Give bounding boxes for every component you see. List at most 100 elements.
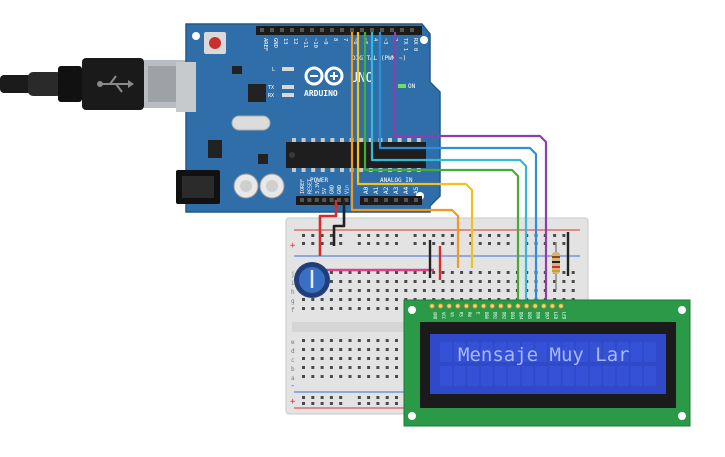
header-pin[interactable] <box>330 28 334 32</box>
rail-hole <box>320 396 324 399</box>
header-pin[interactable] <box>384 198 388 202</box>
wire-orange[interactable] <box>350 32 460 268</box>
lcd-pin[interactable] <box>549 303 556 309</box>
lcd-pin-label: VCC <box>441 312 446 320</box>
lcd-pin[interactable] <box>515 303 521 309</box>
header-pin[interactable] <box>340 28 344 32</box>
header-pin[interactable] <box>404 198 408 202</box>
breadboard-hole <box>302 348 305 351</box>
lcd-pin[interactable] <box>558 303 564 309</box>
rail-hole <box>367 402 371 405</box>
rail-hole <box>385 242 389 245</box>
lcd-pin[interactable] <box>446 303 453 309</box>
lcd-pin[interactable] <box>463 303 470 309</box>
breadboard-hole <box>348 298 352 301</box>
header-pin[interactable] <box>307 198 312 202</box>
breadboard-hole <box>385 280 389 283</box>
breadboard-hole <box>395 375 398 378</box>
header-pin[interactable] <box>360 28 364 32</box>
digital-pin-label: ~9 <box>322 38 328 45</box>
header-pin[interactable] <box>270 28 274 32</box>
wire-green[interactable] <box>363 32 520 300</box>
header-pin[interactable] <box>314 198 319 202</box>
breadboard-hole <box>357 298 361 301</box>
jumper-wires[interactable] <box>318 32 570 300</box>
header-pin[interactable] <box>380 28 384 32</box>
lcd-pin[interactable] <box>489 303 496 309</box>
lcd-pin-label: DB2 <box>501 312 506 320</box>
breadboard-hole <box>339 307 343 310</box>
status-leds: L TX RX ON <box>268 67 416 99</box>
resistor[interactable] <box>552 242 560 290</box>
rail-hole <box>339 242 343 245</box>
lcd-pin[interactable] <box>480 303 487 309</box>
power-jack <box>176 170 220 204</box>
potentiometer[interactable] <box>294 262 330 298</box>
breadboard-hole <box>348 339 352 342</box>
header-pin[interactable] <box>370 28 374 32</box>
header-pin[interactable] <box>374 198 378 202</box>
breadboard-hole <box>395 307 398 310</box>
header-pin[interactable] <box>320 28 324 32</box>
header-pin[interactable] <box>310 28 314 32</box>
lcd-pin[interactable] <box>454 303 461 309</box>
crystal-oscillator <box>231 115 271 131</box>
lcd-pin[interactable] <box>506 303 513 309</box>
header-pin[interactable] <box>344 198 349 202</box>
breadboard-hole <box>376 298 380 301</box>
header-pin[interactable] <box>364 198 368 202</box>
breadboard-hole <box>385 375 389 378</box>
rail-hole <box>553 234 557 237</box>
lcd-pin[interactable] <box>437 303 444 309</box>
header-pin[interactable] <box>400 28 404 32</box>
breadboard-hole <box>422 280 426 283</box>
header-pin[interactable] <box>414 198 418 202</box>
header-pin[interactable] <box>322 198 327 202</box>
voltage-regulator <box>208 140 222 158</box>
header-pin[interactable] <box>350 28 354 32</box>
lcd-pin[interactable] <box>540 303 547 309</box>
rail-hole <box>302 402 305 405</box>
mounting-hole <box>420 36 428 44</box>
header-pin[interactable] <box>290 28 294 32</box>
header-pin[interactable] <box>394 198 398 202</box>
breadboard-hole <box>571 271 575 274</box>
wire-purple[interactable] <box>393 32 548 300</box>
header-pin[interactable] <box>260 28 264 32</box>
lcd-cell <box>616 342 629 362</box>
breadboard-hole <box>506 289 510 292</box>
rail-hole <box>562 234 566 237</box>
header-pin[interactable] <box>337 198 341 202</box>
lcd-cell <box>440 366 452 386</box>
wire-black-gnd[interactable] <box>332 200 346 246</box>
header-pin[interactable] <box>280 28 284 32</box>
power-pin-label: GND <box>330 185 336 194</box>
wire-red-5v[interactable] <box>318 200 338 256</box>
digital-pin-label: ~6 <box>352 38 358 45</box>
wire-cyan[interactable] <box>370 32 528 300</box>
digital-pin-label: 4 <box>372 38 378 42</box>
header-pin[interactable] <box>300 198 304 202</box>
header-pin[interactable] <box>410 28 414 32</box>
lcd-pin[interactable] <box>523 303 530 309</box>
wire-yellow[interactable] <box>356 32 474 268</box>
rail-hole <box>357 234 361 237</box>
reset-button[interactable] <box>204 32 226 54</box>
header-pin[interactable] <box>390 28 394 32</box>
breadboard-hole <box>339 289 343 292</box>
breadboard-hole <box>302 357 305 360</box>
lcd-pin[interactable] <box>472 303 478 309</box>
header-pin[interactable] <box>329 198 334 202</box>
lcd-cell <box>576 366 588 386</box>
header-pin[interactable] <box>300 28 304 32</box>
lcd-pin[interactable] <box>532 303 539 309</box>
lcd-pin[interactable] <box>497 303 504 309</box>
rail-hole <box>395 234 398 237</box>
wire-blue[interactable] <box>378 32 538 300</box>
breadboard-hole <box>302 298 305 301</box>
rail-hole <box>320 242 324 245</box>
row-letter: g <box>291 298 295 305</box>
lcd-pin[interactable] <box>429 303 435 309</box>
